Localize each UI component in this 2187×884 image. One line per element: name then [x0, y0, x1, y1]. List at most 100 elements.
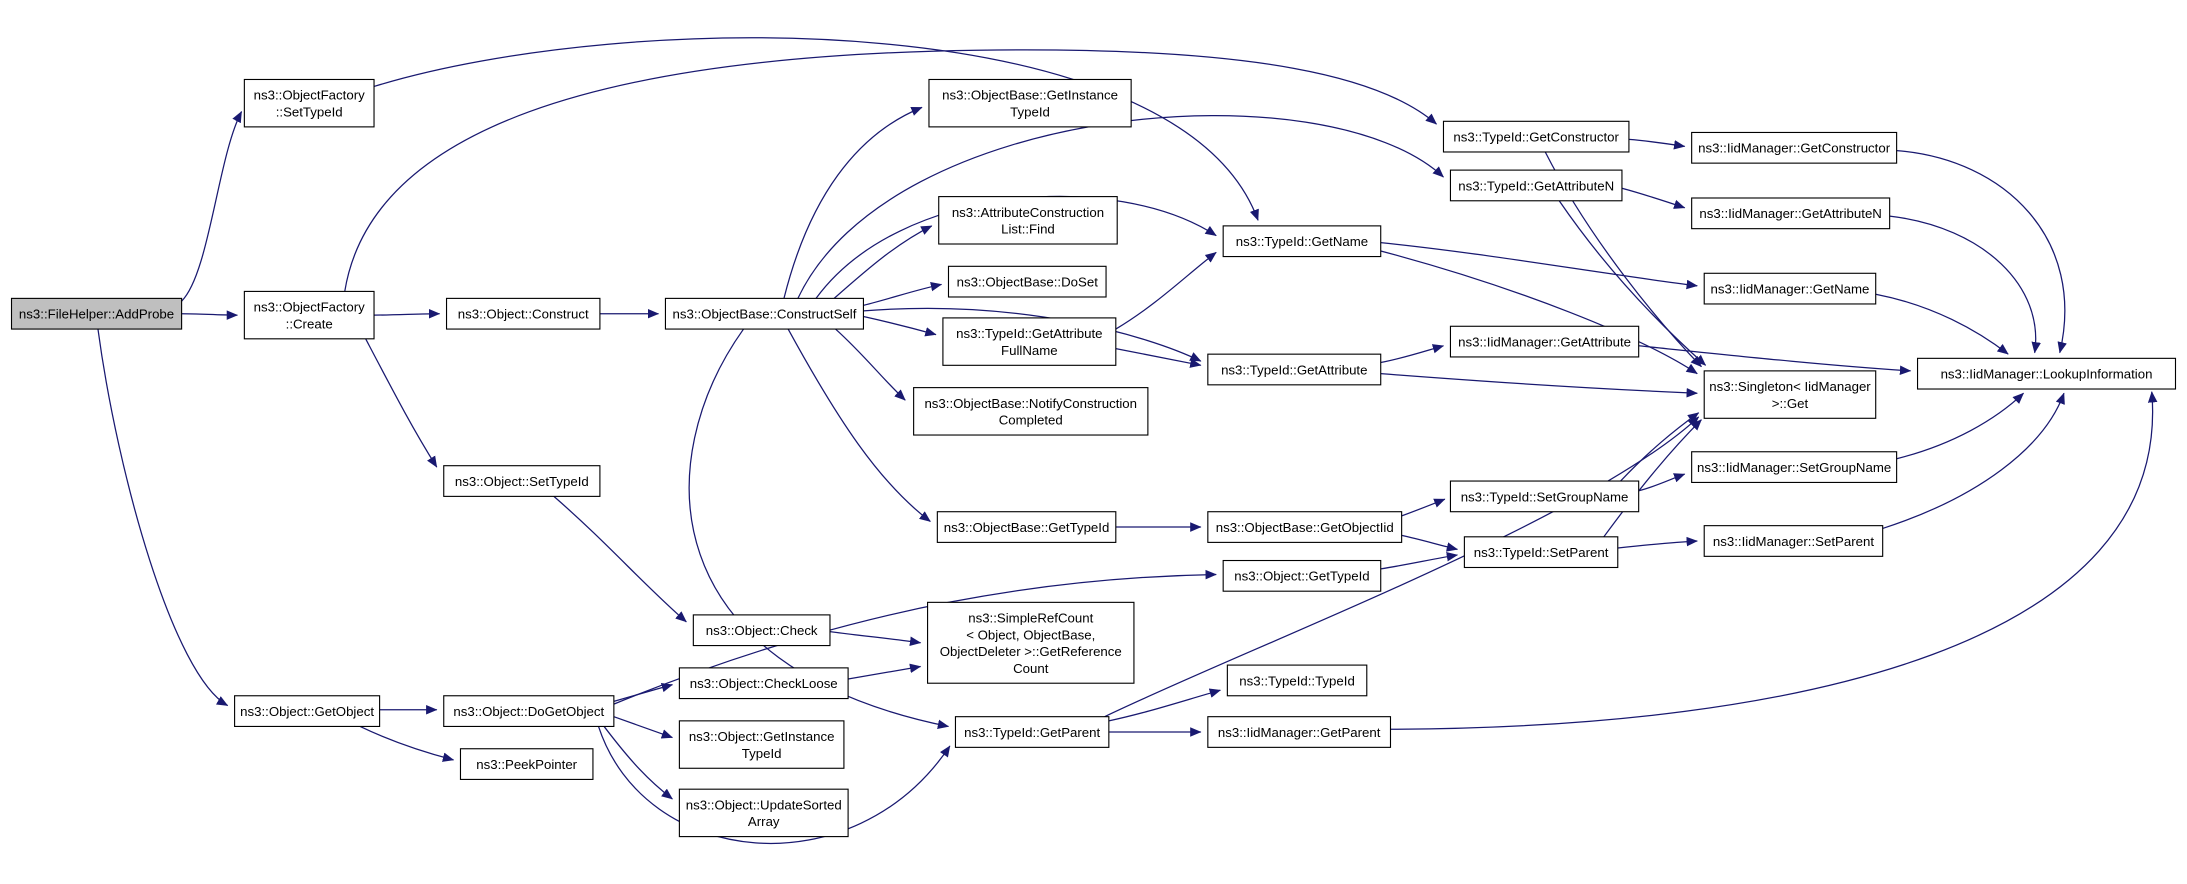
- edge-obj_checkloose-to-src_getrefcount: [847, 663, 922, 680]
- node-obj_checkloose[interactable]: ns3::Object::CheckLoose: [678, 667, 849, 700]
- edge-tid_setparent-to-singleton_get: [1603, 419, 1702, 538]
- edge-tid_getattributen-to-iid_getattributen: [1621, 187, 1686, 209]
- node-of_settypeid[interactable]: ns3::ObjectFactory::SetTypeId: [243, 78, 375, 128]
- edge-constructself-to-ob_getinstancetypeid: [783, 106, 923, 299]
- node-obj_gettypeid[interactable]: ns3::Object::GetTypeId: [1222, 559, 1382, 592]
- node-iid_getname[interactable]: ns3::IidManager::GetName: [1703, 272, 1877, 305]
- node-box: [1207, 353, 1382, 386]
- node-box: [947, 265, 1107, 298]
- node-tid_setgroupname[interactable]: ns3::TypeId::SetGroupName: [1449, 480, 1640, 513]
- node-ob_gettypeid[interactable]: ns3::ObjectBase::GetTypeId: [936, 511, 1117, 543]
- node-box: [243, 78, 375, 128]
- edge-of_settypeid-to-tid_getname: [373, 37, 1259, 221]
- node-label: ns3::TypeId::GetConstructor: [1453, 130, 1619, 145]
- node-box: [1226, 664, 1368, 697]
- node-label: ns3::SimpleRefCount< Object, ObjectBase,…: [940, 611, 1122, 676]
- node-label: ns3::IidManager::GetAttribute: [1458, 334, 1631, 349]
- node-box: [1449, 480, 1640, 513]
- node-iid_getattribute[interactable]: ns3::IidManager::GetAttribute: [1449, 325, 1640, 358]
- node-tid_tid[interactable]: ns3::TypeId::TypeId: [1226, 664, 1368, 697]
- node-obj_check[interactable]: ns3::Object::Check: [692, 614, 831, 647]
- node-iid_lookup[interactable]: ns3::IidManager::LookupInformation: [1916, 357, 2177, 390]
- node-tid_getname[interactable]: ns3::TypeId::GetName: [1222, 225, 1382, 258]
- edge-iid_getconstructor-to-iid_lookup: [1896, 149, 2067, 354]
- node-box: [664, 297, 864, 330]
- node-box: [1222, 559, 1382, 592]
- node-label: ns3::Object::CheckLoose: [690, 676, 838, 691]
- node-tid_getattribute[interactable]: ns3::TypeId::GetAttribute: [1207, 353, 1382, 386]
- node-tid_getattributen[interactable]: ns3::TypeId::GetAttributeN: [1449, 169, 1623, 202]
- node-obj_getobject[interactable]: ns3::Object::GetObject: [234, 695, 381, 727]
- node-singleton_get[interactable]: ns3::Singleton< IidManager>::Get: [1703, 370, 1877, 419]
- edge-obj_settypeid-to-obj_check: [553, 495, 687, 623]
- node-label: ns3::Object::Check: [706, 623, 818, 638]
- node-box: [1691, 451, 1898, 483]
- edge-addprobe-to-obj_getobject: [97, 328, 229, 707]
- node-src_getrefcount[interactable]: ns3::SimpleRefCount< Object, ObjectBase,…: [927, 601, 1135, 684]
- edge-of_create-to-obj_construct: [374, 308, 441, 319]
- node-box: [1703, 272, 1877, 305]
- node-label: ns3::Singleton< IidManager>::Get: [1709, 379, 1871, 411]
- node-label: ns3::TypeId::TypeId: [1239, 673, 1355, 688]
- node-tid_getparent[interactable]: ns3::TypeId::GetParent: [954, 716, 1110, 748]
- edge-obj_gettypeid-to-tid_setparent: [1380, 551, 1459, 570]
- node-ob_doset[interactable]: ns3::ObjectBase::DoSet: [947, 265, 1107, 298]
- node-iid_getconstructor[interactable]: ns3::IidManager::GetConstructor: [1691, 131, 1898, 164]
- node-ob_getobjectiid[interactable]: ns3::ObjectBase::GetObjectIid: [1207, 511, 1403, 543]
- node-constructself[interactable]: ns3::ObjectBase::ConstructSelf: [664, 297, 864, 330]
- node-box: [1691, 131, 1898, 164]
- node-of_create[interactable]: ns3::ObjectFactory::Create: [243, 290, 375, 340]
- edge-ob_getobjectiid-to-tid_setparent: [1401, 534, 1459, 552]
- node-label: ns3::Object::GetTypeId: [1234, 569, 1369, 584]
- edge-constructself-to-acl_find: [833, 225, 933, 299]
- node-iid_setparent[interactable]: ns3::IidManager::SetParent: [1703, 525, 1884, 557]
- node-box: [10, 297, 183, 330]
- node-label: ns3::ObjectFactory::SetTypeId: [254, 88, 365, 120]
- node-box: [678, 720, 845, 769]
- node-box: [1207, 511, 1403, 543]
- edge-obj_dogetobject-to-obj_getinstancetypeid: [613, 716, 674, 739]
- edge-addprobe-to-of_create: [181, 310, 239, 320]
- node-label: ns3::IidManager::GetAttributeN: [1699, 206, 1881, 221]
- nodes-layer: ns3::FileHelper::AddProbens3::ObjectFact…: [10, 78, 2177, 838]
- node-box: [678, 788, 849, 838]
- node-box: [1916, 357, 2177, 390]
- node-box: [1449, 325, 1640, 358]
- edge-iid_getparent-to-iid_lookup: [1390, 391, 2158, 730]
- node-label: ns3::TypeId::GetName: [1236, 234, 1368, 249]
- node-peekpointer[interactable]: ns3::PeekPointer: [459, 748, 594, 780]
- edge-tid_getname-to-singleton_get: [1380, 250, 1698, 375]
- node-box: [1442, 120, 1630, 153]
- node-label: ns3::TypeId::GetAttributeN: [1458, 178, 1614, 193]
- node-obj_dogetobject[interactable]: ns3::Object::DoGetObject: [443, 695, 615, 727]
- edge-tid_getparent-to-tid_tid: [1108, 688, 1221, 722]
- edge-tid_setgroupname-to-iid_setgroupname: [1638, 473, 1686, 492]
- node-label: ns3::TypeId::GetParent: [964, 725, 1100, 740]
- edge-iid_getname-to-iid_lookup: [1875, 293, 2009, 355]
- edge-tid_getattrfullname-to-tid_getname: [1115, 251, 1217, 330]
- node-tid_getconstructor[interactable]: ns3::TypeId::GetConstructor: [1442, 120, 1630, 153]
- edge-tid_getattrfullname-to-tid_getattribute: [1115, 347, 1202, 368]
- node-obj_construct[interactable]: ns3::Object::Construct: [445, 297, 601, 330]
- node-iid_getattributen[interactable]: ns3::IidManager::GetAttributeN: [1691, 197, 1891, 230]
- edge-obj_getobject-to-peekpointer: [359, 725, 455, 762]
- node-iid_getparent[interactable]: ns3::IidManager::GetParent: [1207, 716, 1392, 748]
- edge-obj_dogetobject-to-tid_getparent: [597, 726, 951, 845]
- edge-addprobe-to-of_settypeid: [181, 110, 243, 302]
- edge-constructself-to-ob_notify: [835, 328, 906, 401]
- node-tid_setparent[interactable]: ns3::TypeId::SetParent: [1463, 536, 1619, 569]
- node-obj_settypeid[interactable]: ns3::Object::SetTypeId: [443, 465, 601, 497]
- node-iid_setgroupname[interactable]: ns3::IidManager::SetGroupName: [1691, 451, 1898, 483]
- edge-tid_getattribute-to-iid_getattribute: [1380, 344, 1445, 364]
- edge-tid_getconstructor-to-iid_getconstructor: [1628, 138, 1686, 150]
- edge-obj_dogetobject-to-obj_updatesorted: [603, 726, 673, 800]
- edge-constructself-to-tid_getparent: [688, 328, 950, 729]
- node-label: ns3::ObjectFactory::Create: [254, 300, 365, 332]
